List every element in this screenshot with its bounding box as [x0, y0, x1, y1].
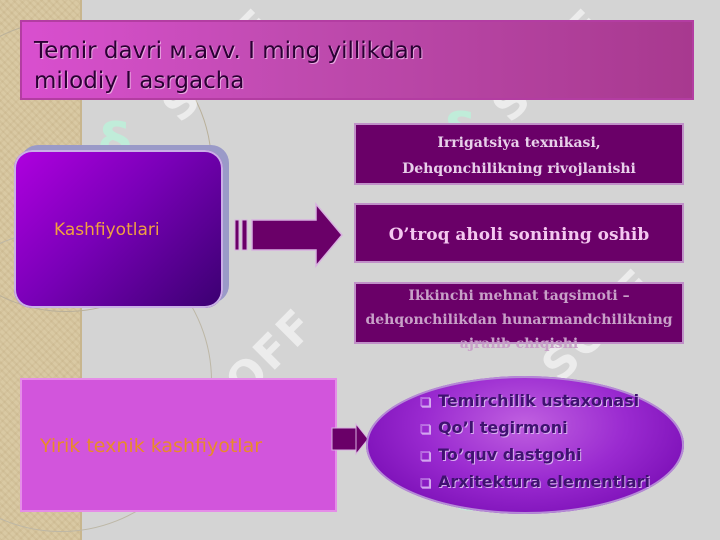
list-item: ❑Temirchilik ustaxonasi: [420, 388, 650, 415]
title-bar: Temir davri м.avv. I ming yillikdan milo…: [20, 20, 694, 100]
irrigation-line-2: Dehqonchilikning rivojlanishi: [402, 161, 636, 177]
kashfiyotlari-box: Kashfiyotlari: [14, 150, 223, 308]
labor-division-line-3: ajralib chiqishi: [459, 336, 579, 352]
labor-division-box: Ikkinchi mehnat taqsimoti – dehqonchilik…: [354, 282, 684, 352]
title-line-1: Temir davri м.avv. I ming yillikdan: [34, 38, 424, 64]
list-item: ❑Qo’l tegirmoni: [420, 415, 650, 442]
inventions-list: ❑Temirchilik ustaxonasi ❑Qo’l tegirmoni …: [420, 388, 650, 496]
bullet-icon: ❑: [420, 449, 431, 463]
bullet-icon: ❑: [420, 422, 431, 436]
labor-division-line-2: dehqonchilikdan hunarmandchilikning: [365, 312, 673, 328]
settled-population-box: O’troq aholi sonining oshib borishi: [354, 203, 684, 305]
bullet-icon: ❑: [420, 395, 431, 409]
yirik-label: Yirik texnik kashfiyotlar: [40, 435, 263, 457]
bullet-icon: ❑: [420, 476, 431, 490]
irrigation-box: Irrigatsiya texnikasi, Dehqonchilikning …: [354, 123, 684, 185]
list-item: ❑Arxitektura elementlari: [420, 469, 650, 496]
small-arrow-icon: [331, 422, 369, 456]
labor-division-line-1: Ikkinchi mehnat taqsimoti –: [408, 288, 630, 304]
inventions-ellipse: [366, 376, 684, 514]
kashfiyotlari-label: Kashfiyotlari: [54, 220, 160, 240]
irrigation-line-1: Irrigatsiya texnikasi,: [437, 135, 601, 151]
yirik-box: Yirik texnik kashfiyotlar: [20, 378, 337, 512]
right-arrow-icon: [234, 201, 343, 269]
page-title: Temir davri м.avv. I ming yillikdan milo…: [34, 36, 423, 96]
list-item: ❑To’quv dastgohi: [420, 442, 650, 469]
title-line-2: milodiy I asrgacha: [34, 68, 245, 94]
